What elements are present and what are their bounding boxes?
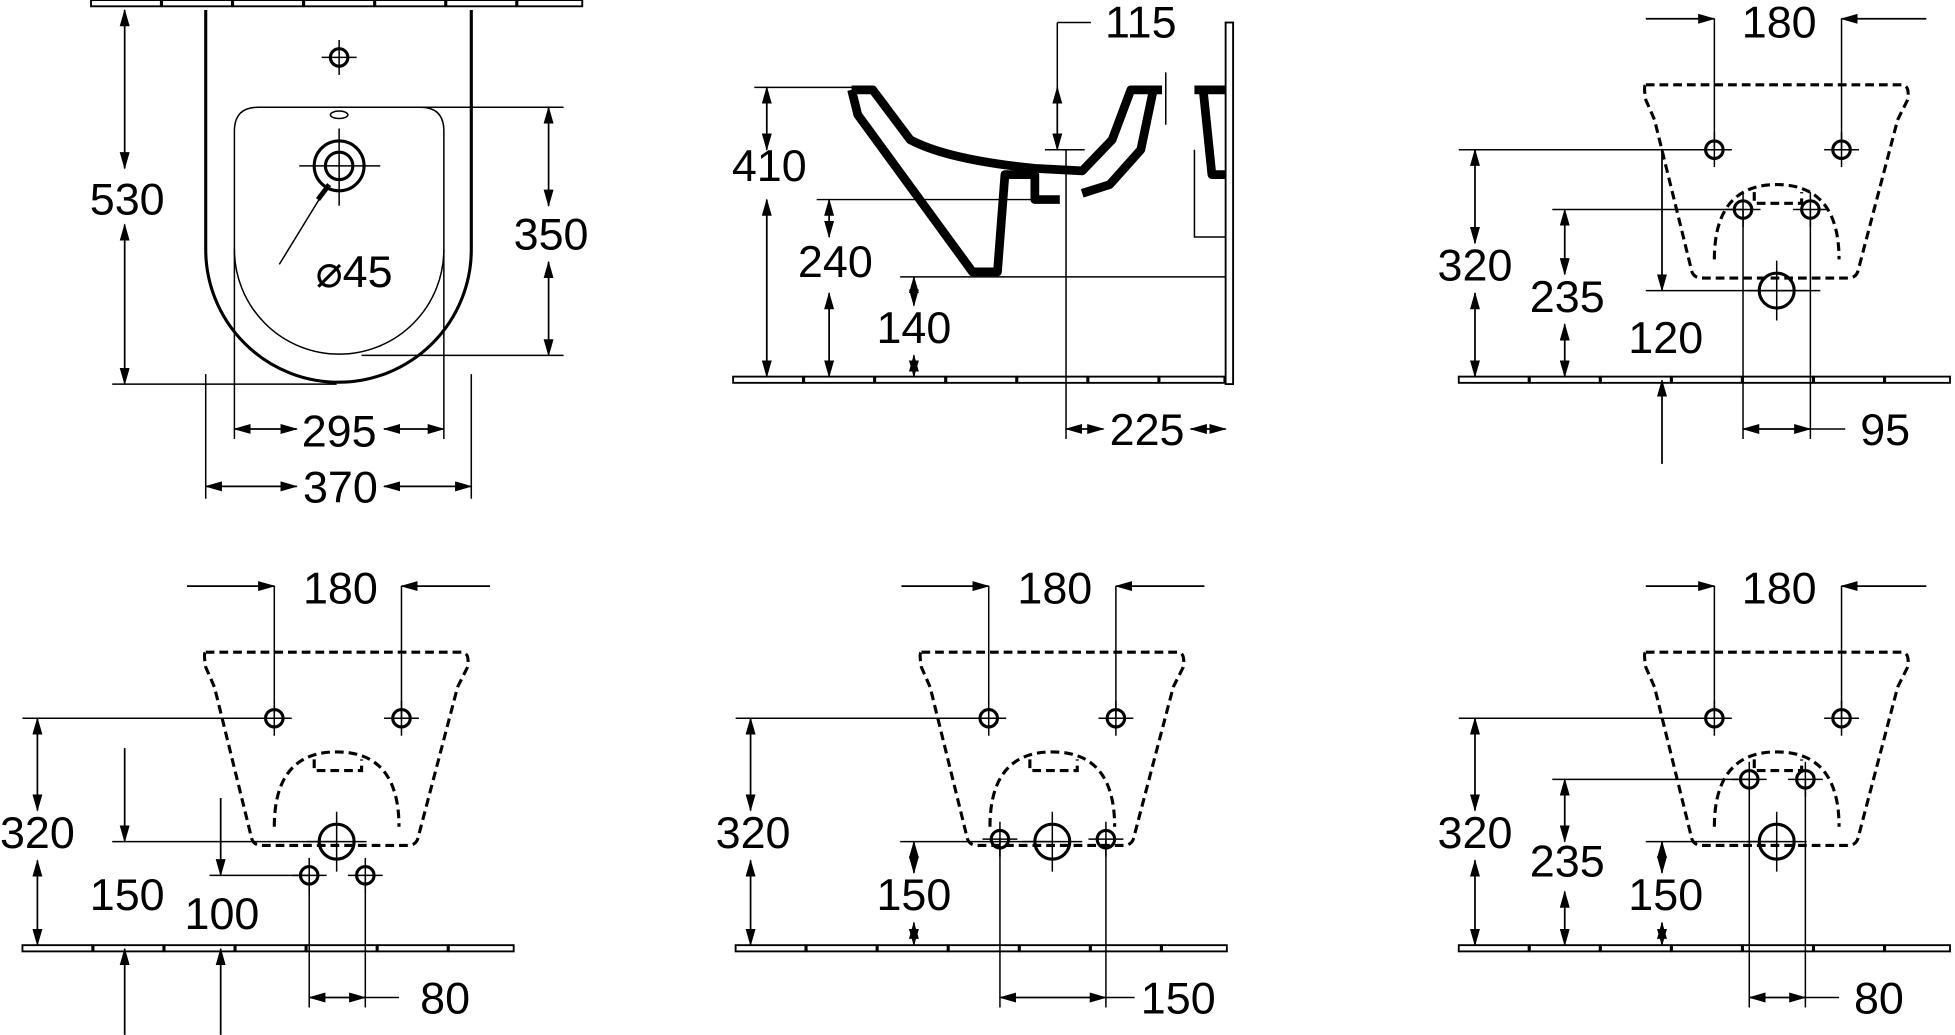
dim-drain-height: 150 <box>90 869 165 920</box>
dim-drain: ⌀45 <box>316 246 393 297</box>
dim-bolt-spacing: 180 <box>1742 563 1817 614</box>
dim-bowl-height: 350 <box>514 208 589 259</box>
dim-outlet-height: 140 <box>876 302 951 353</box>
dim-supply-height: 100 <box>184 888 259 939</box>
dim-supply-spacing: 95 <box>1860 404 1910 455</box>
dim-height: 530 <box>90 174 165 225</box>
dim-projection: 225 <box>1110 404 1185 455</box>
dim-drain-height: 120 <box>1628 312 1703 363</box>
dim-drain-height: 150 <box>1628 869 1703 920</box>
dim-supply-spacing: 80 <box>1854 973 1904 1024</box>
wall-view-b: 180 320 150 100 80 <box>0 563 515 1035</box>
dim-inlet-height: 240 <box>798 236 873 287</box>
dim-supply-height: 235 <box>1530 271 1605 322</box>
side-view: 410 240 140 115 225 <box>732 0 1235 455</box>
dim-tap-offset: 115 <box>1105 0 1177 47</box>
dim-bolt-height: 320 <box>1438 807 1513 858</box>
dim-supply-height: 235 <box>1530 836 1605 887</box>
wall-view-d: 180 320 235 150 80 <box>1438 563 1951 1024</box>
dim-bolt-spacing: 180 <box>1017 563 1092 614</box>
dim-bolt-height: 320 <box>1438 240 1513 291</box>
dim-rim-height: 410 <box>732 140 807 191</box>
dim-drain-height: 150 <box>876 869 951 920</box>
dim-width: 370 <box>303 462 378 513</box>
dim-bolt-height: 320 <box>0 807 75 858</box>
dim-supply-spacing: 80 <box>420 973 470 1024</box>
wall-view-a: 180 320 235 120 95 <box>1438 0 1951 464</box>
dim-bolt-spacing: 180 <box>1742 0 1817 47</box>
wall-view-c: 180 320 150 150 <box>716 563 1228 1024</box>
front-view: 530 350 ⌀45 295 370 <box>90 0 589 513</box>
dim-supply-spacing: 150 <box>1141 973 1216 1024</box>
dim-bolt-height: 320 <box>716 807 791 858</box>
dim-bowl-width: 295 <box>302 405 377 456</box>
dim-bolt-spacing: 180 <box>303 563 378 614</box>
